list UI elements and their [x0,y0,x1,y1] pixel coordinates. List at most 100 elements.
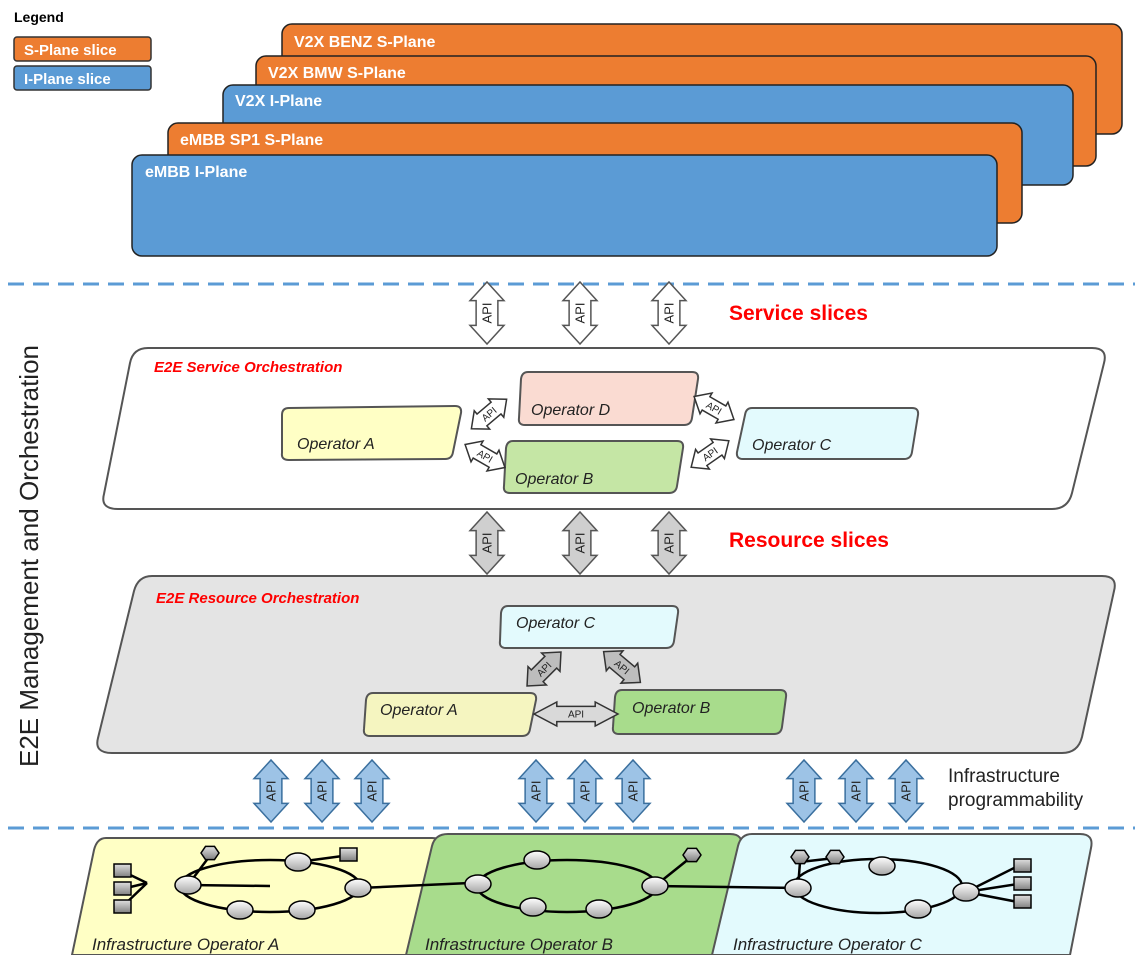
api-label: API [797,781,812,802]
infrastructure-label: Infrastructure Operator B [425,935,613,954]
network-node-icon [344,878,372,898]
slice-label: eMBB SP1 S-Plane [180,132,323,149]
network-topologies [113,845,1032,920]
server-icon [113,881,132,896]
operator-label: Operator A [380,702,458,719]
infrastructure-api-arrow: API [303,758,341,824]
infrastructure-api-arrow: API [837,758,875,824]
api-label: API [662,303,677,324]
resource-orchestration-title: E2E Resource Orchestration [156,590,359,607]
service-operator-a: Operator A [280,404,463,462]
resource-internal-api-arrow: API [532,700,620,728]
api-label: API [573,533,588,554]
infrastructure-api-arrow: API [614,758,652,824]
network-node-icon [226,900,254,920]
infrastructure-label: Infrastructure Operator C [733,935,923,954]
operator-label: Operator A [297,436,375,453]
network-node-icon [284,852,312,872]
api-label: API [578,781,593,802]
network-node-icon [464,874,492,894]
infrastructure-operator-b: Infrastructure Operator B [404,833,743,955]
network-node-icon [641,876,669,896]
operator-label: Operator C [752,437,832,454]
network-node-icon [585,899,613,919]
slice-label: V2X BENZ S-Plane [294,34,435,51]
device-icon [790,849,810,865]
infrastructure-api-arrow: API [252,758,290,824]
service-internal-api-arrow: API [470,398,508,430]
service-slice-api-arrow: API [468,280,506,346]
api-label: API [899,781,914,802]
api-label: API [573,303,588,324]
network-node-icon [952,882,980,902]
service-orchestration-panel: E2E Service Orchestration Operator A Ope… [102,347,1106,510]
operator-label: Operator B [515,471,594,488]
infrastructure-api-arrow: API [353,758,391,824]
network-node-icon [868,856,896,876]
operator-label: Operator D [531,402,611,419]
network-link [654,884,801,890]
infrastructure-label: Infrastructure Operator A [92,935,279,954]
legend-i-plane-label: I-Plane slice [24,71,111,88]
resource-slice-api-arrow: API [650,510,688,576]
api-label: API [568,710,584,721]
service-orchestration-title: E2E Service Orchestration [154,359,342,376]
side-label: E2E Management and Orchestration [14,345,44,767]
legend-i-plane-swatch [13,65,152,91]
slice-card [131,154,998,257]
server-icon [1013,876,1032,891]
resource-operator-c: Operator C [498,605,680,649]
infrastructure-row: Infrastructure Operator A Infrastructure… [70,833,1093,955]
server-icon [1013,894,1032,909]
slice-label: V2X BMW S-Plane [268,65,406,82]
server-icon [113,899,132,914]
service-internal-api-arrow: API [690,437,730,471]
device-icon [825,849,845,865]
service-internal-api-arrow: API [464,439,506,473]
resource-operator-a: Operator A [362,692,538,737]
device-icon [200,845,220,861]
service-orchestration-box [102,347,1106,510]
resource-slice-api-arrow: API [561,510,599,576]
resource-slices-label: Resource slices [729,529,889,552]
infrastructure-api-arrow: API [785,758,823,824]
server-icon [339,847,358,862]
api-label: API [480,533,495,554]
api-label: API [626,781,641,802]
api-label: API [480,303,495,324]
service-slices-label: Service slices [729,302,868,325]
infrastructure-label-line2: programmability [948,790,1084,811]
network-node-icon [519,897,547,917]
network-link [359,881,471,890]
service-operator-d: Operator D [517,371,700,426]
resource-slice-api-arrow: API [468,510,506,576]
resource-internal-api-arrow: API [526,651,562,687]
legend-s-plane-label: S-Plane slice [24,42,117,59]
api-label: API [315,781,330,802]
network-node-icon [904,899,932,919]
network-node-icon [288,900,316,920]
service-slice-api-arrow: API [650,280,688,346]
operator-label: Operator C [516,615,596,632]
network-node-icon [784,878,812,898]
slice-label: eMBB I-Plane [145,164,247,181]
service-slice-api-arrow: API [561,280,599,346]
service-internal-api-arrow: API [693,391,735,425]
service-operator-c: Operator C [735,407,920,460]
infrastructure-api-arrow: API [887,758,925,824]
infrastructure-operator-c: Infrastructure Operator C [710,833,1093,955]
resource-internal-api-arrow: API [602,650,642,684]
api-label: API [849,781,864,802]
infrastructure-operator-a: Infrastructure Operator A [70,837,445,955]
infrastructure-api-arrow: API [566,758,604,824]
operator-label: Operator B [632,700,711,717]
api-label: API [264,781,279,802]
slice-stack: V2X BENZ S-Plane V2X BMW S-Plane V2X I-P… [131,23,1123,257]
server-icon [1013,858,1032,873]
api-label: API [365,781,380,802]
api-label: API [529,781,544,802]
network-node-icon [174,875,202,895]
legend-title: Legend [14,9,64,25]
legend: Legend S-Plane slice I-Plane slice [13,9,152,91]
service-operator-b: Operator B [502,440,685,494]
